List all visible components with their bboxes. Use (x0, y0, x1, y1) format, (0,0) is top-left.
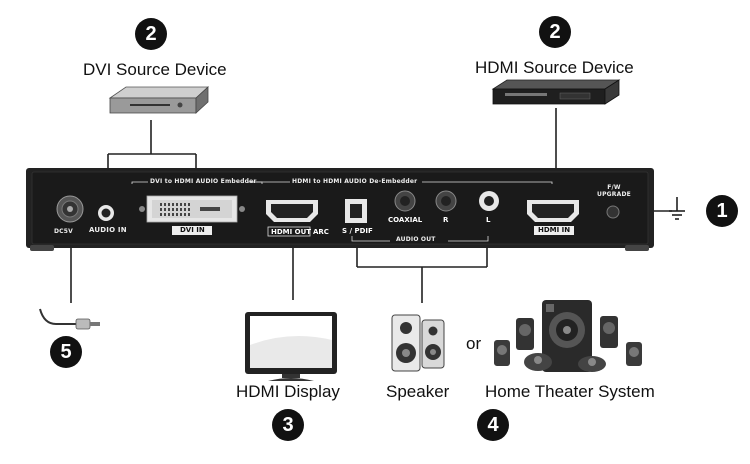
dvi-embedder-caption: DVI to HDMI AUDIO Embedder (150, 178, 257, 185)
home-theater-label: Home Theater System (485, 382, 655, 401)
hdmi-deembedder-caption: HDMI to HDMI AUDIO De-Embedder (292, 178, 418, 185)
hdmi-source-device-label: HDMI Source Device (475, 58, 634, 77)
dvi-source-callout: 2 (135, 18, 167, 50)
spdif-label: S / PDIF (342, 227, 373, 235)
audio-out-label: AUDIO OUT (396, 236, 436, 243)
power-callout: 5 (50, 336, 82, 368)
coaxial-label: COAXIAL (388, 216, 423, 224)
dvi-in-label: DVI IN (180, 226, 205, 234)
hdmi-source-callout: 2 (539, 16, 571, 48)
hdmi-in-label: HDMI IN (538, 226, 571, 234)
ground-callout: 1 (706, 195, 738, 227)
audio-callout: 4 (477, 409, 509, 441)
or-label: or (466, 334, 482, 353)
right-channel-label: R (443, 216, 449, 224)
speaker-label: Speaker (386, 382, 450, 401)
display-callout: 3 (272, 409, 304, 441)
left-channel-label: L (486, 216, 491, 224)
dc-input-label: DC5V (54, 228, 74, 235)
fw-upgrade-label: F/W UPGRADE (597, 184, 631, 198)
audio-in-label: AUDIO IN (89, 226, 127, 234)
hdmi-out-label: HDMI OUT (271, 228, 312, 236)
dvi-source-device-label: DVI Source Device (83, 60, 227, 79)
hdmi-display-label: HDMI Display (236, 382, 340, 401)
arc-label: ARC (313, 228, 329, 236)
